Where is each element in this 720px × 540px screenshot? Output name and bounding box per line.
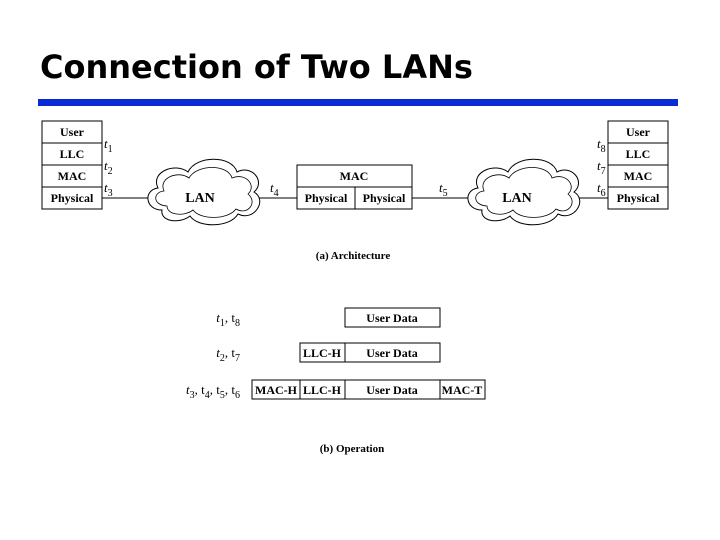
frame-user-data: [344, 307, 441, 328]
time-t6: t6: [597, 180, 606, 199]
title-underline: [38, 99, 678, 106]
operation-row-3-times: t3, t4, t5, t6: [186, 382, 240, 401]
operation-row-1-times: t1, t8: [216, 310, 240, 329]
frame-user-data: [344, 342, 441, 363]
frame-mac-trailer: [439, 379, 486, 400]
bridge-physical-left: Physical: [305, 191, 348, 205]
left-lan-label: LAN: [185, 191, 215, 206]
bridge-mac: MAC: [340, 169, 369, 183]
frame-field-mac-t: MAC-T: [442, 383, 483, 397]
frame-field-user-data: User Data: [366, 311, 417, 325]
right-station-user: User: [626, 125, 651, 139]
right-lan-label: LAN: [502, 191, 532, 206]
time-t2: t2: [104, 158, 113, 177]
bridge-physical-right: Physical: [363, 191, 406, 205]
right-station-stack: User LLC MAC Physical: [607, 120, 669, 210]
operation-row-2-times: t2, t7: [216, 345, 240, 364]
right-lan-cloud-icon: [467, 158, 581, 226]
right-station-physical: Physical: [617, 191, 660, 205]
left-station-llc: LLC: [60, 147, 85, 161]
left-lan-cloud-icon: [147, 158, 261, 226]
slide-title: Connection of Two LANs: [40, 48, 473, 86]
time-t3: t3: [104, 180, 113, 199]
left-station-user: User: [60, 125, 85, 139]
right-station-mac: MAC: [624, 169, 653, 183]
left-station-mac: MAC: [58, 169, 87, 183]
bridge-stack: MAC Physical Physical: [296, 164, 413, 210]
frame-field-user-data: User Data: [366, 383, 417, 397]
operation-caption: (b) Operation: [320, 443, 384, 455]
left-station-stack: User LLC MAC Physical: [41, 120, 103, 210]
right-station-llc: LLC: [626, 147, 651, 161]
time-t8: t8: [597, 136, 606, 155]
time-t5: t5: [439, 180, 448, 199]
frame-field-llc-h: LLC-H: [303, 346, 342, 360]
time-t7: t7: [597, 158, 606, 177]
time-t4: t4: [270, 180, 279, 199]
time-t1: t1: [104, 136, 113, 155]
architecture-caption: (a) Architecture: [316, 250, 391, 262]
frame-field-llc-h: LLC-H: [303, 383, 342, 397]
frame-field-user-data: User Data: [366, 346, 417, 360]
left-station-physical: Physical: [51, 191, 94, 205]
frame-field-mac-h: MAC-H: [255, 383, 298, 397]
